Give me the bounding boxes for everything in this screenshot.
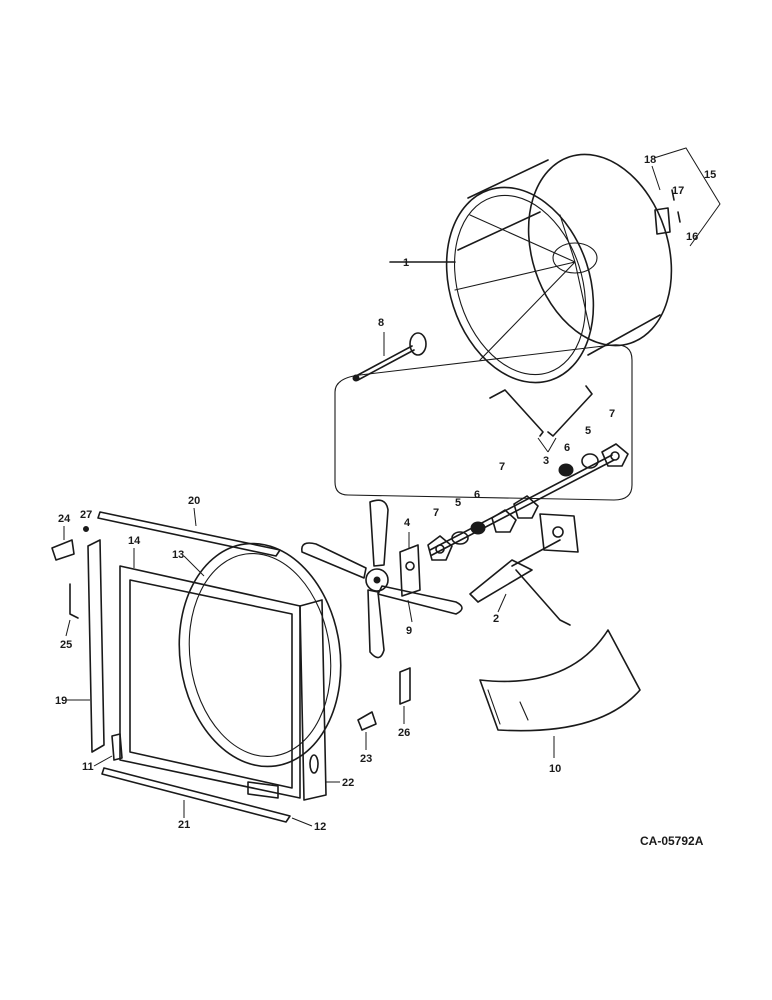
callout-25: 25	[60, 639, 72, 651]
callout-22: 22	[342, 777, 354, 789]
callout-1: 1	[403, 257, 409, 269]
callout-labels: 1 2 3 4 5 5 6 6 7 7 7 8 9 10 11 12 13 14…	[55, 147, 721, 833]
callout-27: 27	[80, 509, 92, 521]
callout-2: 2	[493, 613, 499, 625]
drive-shaft	[352, 332, 427, 382]
radiator-frame	[87, 511, 342, 823]
small-hardware	[51, 189, 681, 731]
mounting-brackets	[334, 344, 633, 501]
callout-9: 9	[406, 625, 412, 637]
callout-26: 26	[398, 727, 410, 739]
callout-5b: 5	[585, 425, 591, 437]
support-arm	[469, 513, 579, 626]
callout-6b: 6	[564, 442, 570, 454]
callout-7c: 7	[609, 408, 615, 420]
bearing-assembly	[427, 443, 629, 561]
cooling-fan	[300, 499, 463, 659]
callout-11: 11	[82, 761, 94, 773]
callout-15: 15	[704, 169, 716, 181]
callout-8: 8	[378, 317, 384, 329]
callout-12: 12	[314, 821, 326, 833]
callout-23: 23	[360, 753, 372, 765]
callout-13: 13	[172, 549, 184, 561]
callout-18: 18	[644, 154, 656, 166]
air-deflector	[479, 629, 641, 732]
callout-7b: 7	[499, 461, 505, 473]
callout-6a: 6	[474, 489, 480, 501]
callout-16: 16	[686, 231, 698, 243]
callout-14: 14	[128, 535, 141, 547]
callout-3: 3	[543, 455, 549, 467]
callout-21: 21	[178, 819, 190, 831]
drawing-number: CA-05792A	[640, 834, 704, 848]
callout-19: 19	[55, 695, 67, 707]
callout-4: 4	[404, 517, 411, 529]
fan-shroud-drum	[389, 153, 673, 384]
callout-10: 10	[549, 763, 561, 775]
callout-20: 20	[188, 495, 200, 507]
hub-bracket	[399, 544, 421, 597]
callout-24: 24	[58, 513, 71, 525]
callout-17: 17	[672, 185, 684, 197]
callout-5a: 5	[455, 497, 461, 509]
callout-7a: 7	[433, 507, 439, 519]
